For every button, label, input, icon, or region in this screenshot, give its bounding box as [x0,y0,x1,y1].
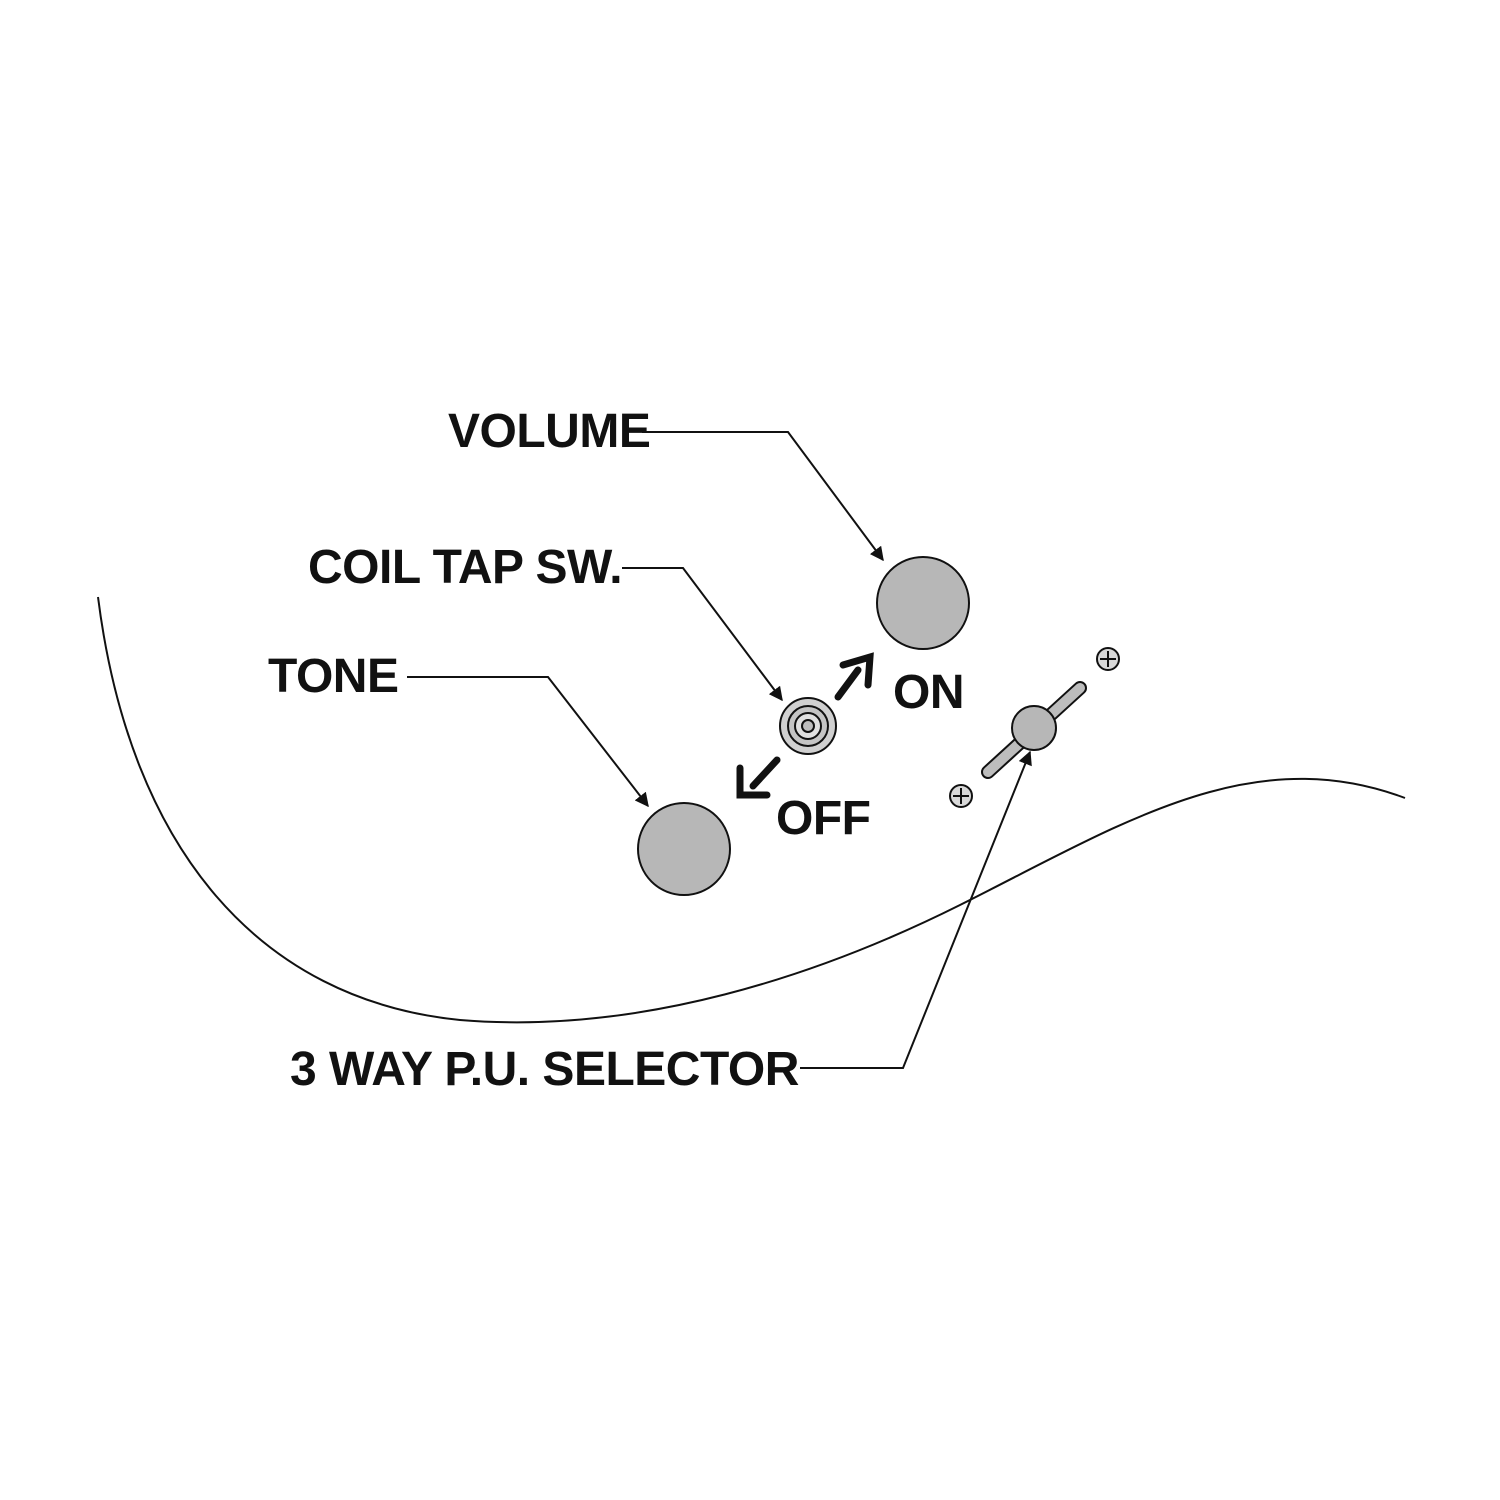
volume-knob [876,556,970,650]
coil-tap-switch [779,697,837,755]
tone-label: TONE [268,650,398,703]
selector-screw-top-icon [1096,647,1120,671]
pickup-selector-label: 3 WAY P.U. SELECTOR [290,1043,799,1096]
volume-leader-line [642,431,884,562]
selector-screw-bottom-icon [949,784,973,808]
tone-knob [637,802,731,896]
coil-tap-leader-line [622,567,783,702]
body-outline-curve [97,596,1406,1024]
off-arrow-icon [736,756,781,799]
pickup-selector-leader-line [800,750,1032,1069]
off-label: OFF [776,792,870,845]
coil-tap-label: COIL TAP SW. [308,541,622,594]
volume-label: VOLUME [448,405,650,458]
pickup-selector-switch [981,681,1087,779]
tone-leader-line [407,676,649,808]
on-label: ON [893,666,964,719]
on-arrow-icon [834,652,874,701]
